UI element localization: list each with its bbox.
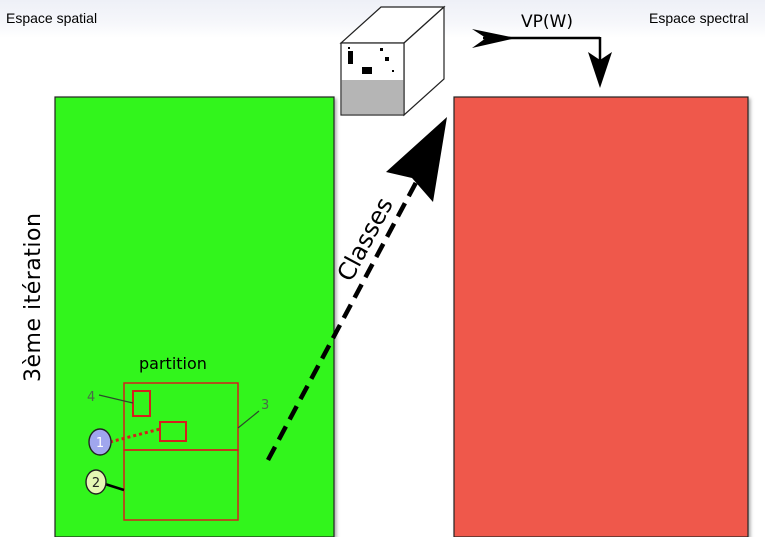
cube-icon <box>339 5 446 117</box>
leader-2 <box>104 482 125 492</box>
leader-3 <box>237 410 260 429</box>
circle-1-marker <box>88 428 112 456</box>
right-header-title: Espace spectral <box>649 10 749 26</box>
partition-box-lower <box>123 449 239 521</box>
leader-4 <box>98 394 134 404</box>
leader-1-dotted <box>109 427 161 444</box>
circle-2-marker <box>85 469 107 495</box>
classes-label: Classes <box>332 193 399 286</box>
spectral-panel <box>453 96 749 537</box>
circle-2-label: 2 <box>92 476 100 491</box>
circle-1-label: 1 <box>96 436 104 451</box>
iteration-label: 3ème itération <box>21 213 46 382</box>
classes-arrow <box>266 117 447 462</box>
region-1-box <box>159 421 187 442</box>
vp-arrow <box>472 29 612 88</box>
vp-label: VP(W) <box>521 12 573 32</box>
partition-label: partition <box>139 354 207 373</box>
number-4-label: 4 <box>87 390 95 405</box>
spatial-panel <box>54 96 335 537</box>
region-4-box <box>132 390 151 417</box>
left-header-title: Espace spatial <box>6 10 97 26</box>
number-3-label: 3 <box>261 398 269 413</box>
